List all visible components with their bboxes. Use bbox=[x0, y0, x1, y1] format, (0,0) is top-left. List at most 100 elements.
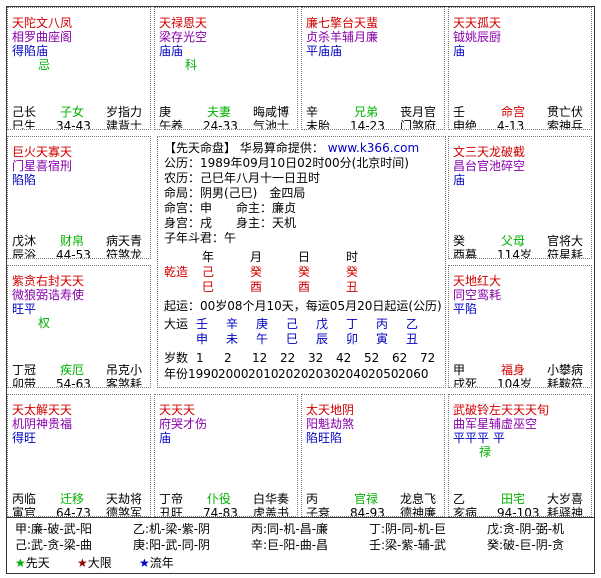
palace-stem: 丙临 bbox=[12, 492, 37, 506]
brightness-row: 庙 bbox=[453, 173, 466, 187]
palace-branch: 午养 bbox=[159, 119, 184, 130]
palace-branch: 酉墓 bbox=[453, 248, 478, 259]
transform-row: 忌 bbox=[38, 58, 51, 72]
brightness-row: 得旺 bbox=[12, 431, 37, 445]
sihua-entry: 癸:破-巨-阴-贪 bbox=[487, 538, 565, 552]
star-row-1: 天太解天天 bbox=[12, 403, 73, 417]
star-row-1: 武破铃左天天天旬 bbox=[453, 403, 550, 417]
legend-natal: ★先天 bbox=[15, 556, 50, 570]
age-value-1: 2 bbox=[224, 351, 232, 365]
legend-year: ★流年 bbox=[139, 556, 174, 570]
god-row-2: 耗鞍符 bbox=[547, 377, 584, 388]
palace-name: 福身 bbox=[501, 363, 526, 377]
palace-stem: 癸 bbox=[453, 234, 466, 248]
center-title: 【先天命盘】 bbox=[164, 141, 237, 155]
stem-month: 癸 bbox=[250, 265, 263, 279]
god-row-1: 吊克小 bbox=[106, 363, 143, 377]
year-value-2: 2010 bbox=[248, 367, 279, 381]
sihua-entry: 庚:阳-武-同-阴 bbox=[133, 538, 211, 552]
qianzao-label: 乾造 bbox=[164, 265, 189, 279]
stem-day: 癸 bbox=[298, 265, 311, 279]
brightness-row: 庙 bbox=[453, 44, 466, 58]
age-value-8: 72 bbox=[420, 351, 436, 365]
sihua-summary: 甲:廉-破-武-阳乙:机-梁-紫-阴丙:同-机-昌-廉丁:阴-同-机-巨戊:贪-… bbox=[6, 518, 595, 574]
palace-name: 仆役 bbox=[207, 492, 232, 506]
star-row-1: 巨火天寡天 bbox=[12, 145, 73, 159]
palace-stem: 壬 bbox=[453, 105, 466, 119]
gongli: 公历：1989年09月10日02时00分(北京时间) bbox=[164, 156, 409, 170]
palace-stem: 辛 bbox=[306, 105, 319, 119]
sihua-entry: 戊:贪-阴-弼-机 bbox=[487, 522, 565, 536]
star-row-1: 紫贪右封天天 bbox=[12, 274, 85, 288]
star-row-2: 梁存光空 bbox=[159, 30, 208, 44]
palace-stem: 戊沐 bbox=[12, 234, 37, 248]
transform-row: 权 bbox=[38, 316, 51, 330]
palace-age: 104岁 bbox=[497, 377, 532, 388]
palace-stem: 甲 bbox=[453, 363, 466, 377]
nongli: 农历：己巳年八月十一日丑时 bbox=[164, 171, 321, 185]
year-value-1: 2000 bbox=[218, 367, 249, 381]
dayun-label: 大运 bbox=[164, 317, 189, 331]
palace-branch: 子衰 bbox=[306, 506, 331, 517]
doujun: 子年斗君：午 bbox=[164, 231, 237, 245]
brightness-row: 得陷庙 bbox=[12, 44, 49, 58]
star-row-2: 钺姚辰厨 bbox=[453, 30, 502, 44]
star-row-1: 天天孤天 bbox=[453, 16, 502, 30]
branch-month: 酉 bbox=[250, 280, 263, 294]
star-row-1: 文三天龙破截 bbox=[453, 145, 526, 159]
shengong: 身宫：戌 身主：天机 bbox=[164, 216, 297, 230]
green-star-icon: ★ bbox=[15, 556, 26, 570]
palace-name: 子女 bbox=[60, 105, 85, 119]
star-row-2: 昌台官池碎空 bbox=[453, 159, 526, 173]
god-row-2: 索神兵 bbox=[547, 119, 584, 130]
age-label: 岁数 bbox=[164, 351, 189, 365]
brightness-row: 庙庙 bbox=[159, 44, 184, 58]
god-row-1: 贯亡伏 bbox=[547, 105, 584, 119]
year-value-6: 2050 bbox=[368, 367, 399, 381]
year-value-7: 2060 bbox=[398, 367, 429, 381]
mingju: 命局：阴男(己巳) 金四局 bbox=[164, 186, 306, 200]
brightness-row: 陷旺陷 bbox=[306, 431, 343, 445]
palace-age: 34-43 bbox=[56, 119, 91, 130]
god-row-2: 客煞耗 bbox=[106, 377, 143, 388]
palace-stem: 丙 bbox=[306, 492, 319, 506]
palace-age: 44-53 bbox=[56, 248, 91, 259]
dayun-stem-4: 戊 bbox=[316, 317, 329, 331]
branch-hour: 丑 bbox=[346, 280, 359, 294]
age-value-5: 42 bbox=[336, 351, 352, 365]
palace-age: 4-13 bbox=[497, 119, 525, 130]
dayun-branch-2: 午 bbox=[256, 332, 269, 346]
brightness-row: 旺平 bbox=[12, 302, 37, 316]
palace-branch: 戌死 bbox=[453, 377, 478, 388]
palace-age: 64-73 bbox=[56, 506, 91, 517]
sihua-entry: 乙:机-梁-紫-阴 bbox=[133, 522, 211, 536]
sihua-entry: 丙:同-机-昌-廉 bbox=[251, 522, 329, 536]
provider: 华易算命提供： bbox=[239, 141, 324, 155]
palace-name: 迁移 bbox=[60, 492, 85, 506]
minggong: 命宫：申 命主：廉贞 bbox=[164, 201, 297, 215]
palace-branch: 申绝 bbox=[453, 119, 478, 130]
palace-branch: 巳生 bbox=[12, 119, 37, 130]
god-row-2: 建背士 bbox=[106, 119, 143, 130]
palace-branch: 未胎 bbox=[306, 119, 331, 130]
hdr-year: 年 bbox=[202, 250, 215, 264]
hdr-day: 日 bbox=[298, 250, 311, 264]
god-row-2: 符煞龙 bbox=[106, 248, 143, 259]
star-row-1: 天天天 bbox=[159, 403, 196, 417]
palace-age: 74-83 bbox=[203, 506, 238, 517]
brightness-row: 平庙庙 bbox=[306, 44, 343, 58]
god-row-2: 德神廉 bbox=[400, 506, 437, 517]
star-row-2: 阳魁劫煞 bbox=[306, 417, 355, 431]
palace-stem: 丁帝 bbox=[159, 492, 184, 506]
sihua-entry: 甲:廉-破-武-阳 bbox=[15, 522, 93, 536]
dayun-branch-4: 辰 bbox=[316, 332, 329, 346]
year-value-0: 1990 bbox=[188, 367, 219, 381]
age-value-2: 12 bbox=[252, 351, 268, 365]
palace-age: 94-103 bbox=[497, 506, 540, 517]
